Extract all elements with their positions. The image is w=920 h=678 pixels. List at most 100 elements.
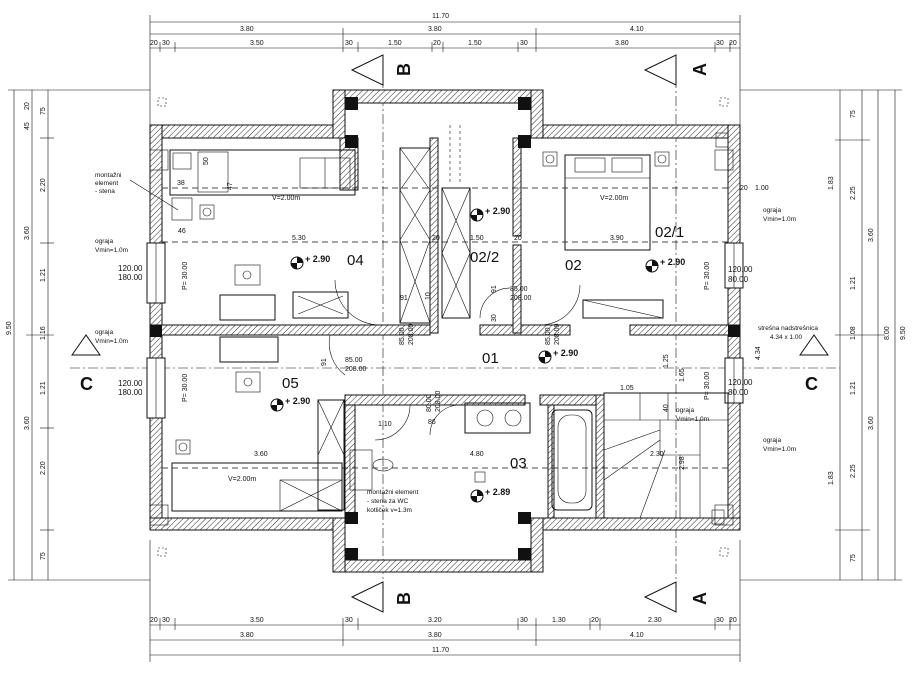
door-1-h: 208.00: [408, 323, 415, 345]
section-marker-a-bottom: A: [643, 581, 710, 613]
dim-right-d6: 1.21: [850, 276, 857, 290]
dim-91a: 91: [400, 295, 408, 302]
dim-top-g: 1.50: [468, 40, 482, 47]
door-swings: [328, 279, 581, 441]
dim-10: 10: [425, 292, 432, 300]
dim-left-total: 9.50: [6, 321, 13, 335]
room-04-label: 04: [347, 252, 364, 269]
dim-bot-e: 3.20: [428, 617, 442, 624]
dim-right-d9: 1.83: [828, 471, 835, 485]
room-labels: 04 02 02/1 02/2 01 05 03: [282, 224, 684, 472]
dim-top-2: 3.80: [428, 26, 442, 33]
dim-bot-h: 20: [591, 617, 599, 624]
dim-left-d1: 20: [24, 102, 31, 110]
note-vmin-right-mid: Vmin=1.0m: [676, 416, 709, 423]
dim-298: 2.98: [679, 456, 686, 470]
dim-right-mid3: 3.60: [868, 416, 875, 430]
dim-right-d8: 1.21: [850, 381, 857, 395]
win-left-bottom-2: 180.00: [118, 388, 143, 397]
furniture: [169, 125, 729, 519]
corner-markers: [157, 97, 729, 557]
win-p30-right-bottom: P= 30.00: [704, 372, 711, 400]
note-v200-05: V=2.00m: [228, 476, 256, 483]
svg-text:+ 2.90: + 2.90: [660, 257, 685, 267]
dim-right-mid2: 8.00: [884, 326, 891, 340]
dim-434: 4.34: [755, 346, 762, 360]
dim-top-d: 30: [345, 40, 353, 47]
dim-125: 1.25: [663, 354, 670, 368]
dim-bot-2c: 4.10: [630, 632, 644, 639]
win-right-bottom-2: 80.00: [728, 388, 749, 397]
dim-right-d4: 2.25: [850, 186, 857, 200]
room-01-label: 01: [482, 350, 499, 367]
note-wc-3: kotliček v=1.3m: [367, 507, 412, 514]
annotations: montažni element - stena ograja Vmin=1.0…: [95, 157, 818, 514]
dim-bot-k: 20: [729, 617, 737, 624]
dim-86: 86: [428, 419, 436, 426]
room-03-label: 03: [510, 455, 527, 472]
note-ograja-right-mid: ograja: [676, 407, 694, 414]
dim-top-h: 30: [520, 40, 528, 47]
svg-text:B: B: [394, 592, 414, 605]
dim-360: 3.60: [254, 451, 268, 458]
win-left-bottom-1: 120.00: [118, 379, 143, 388]
level-marker-03: + 2.89: [470, 487, 510, 503]
svg-text:+ 2.90: + 2.90: [485, 206, 510, 216]
level-marker-02: + 2.90: [645, 257, 685, 273]
dim-bot-f: 30: [520, 617, 528, 624]
note-vmin-right-top: Vmin=1.0m: [763, 216, 796, 223]
note-ograja-right-bottom: ograja: [763, 437, 781, 444]
svg-text:C: C: [805, 374, 818, 394]
columns: [150, 97, 740, 560]
note-ograja-right-top: ograja: [763, 207, 781, 214]
dim-47: 47: [227, 182, 234, 190]
dim-38: 38: [177, 180, 185, 187]
dim-bot-d: 30: [345, 617, 353, 624]
dim-top-e: 1.50: [388, 40, 402, 47]
room-02-1-label: 02/1: [655, 224, 684, 241]
door-3-w: 85.00: [510, 286, 528, 293]
dim-30: 30: [491, 314, 498, 322]
dim-left-d10: 75: [40, 552, 47, 560]
dim-480: 4.80: [470, 451, 484, 458]
dim-top-a: 20: [150, 40, 158, 47]
dim-left-d9: 2.20: [40, 461, 47, 475]
section-marker-c-left: C: [71, 334, 101, 394]
dim-91c: 91: [321, 358, 328, 366]
dim-left-d3: 45: [24, 122, 31, 130]
dim-91b: 91: [491, 285, 498, 293]
door-1-w: 85.00: [399, 327, 406, 345]
dim-530: 5.30: [292, 235, 306, 242]
walls: [149, 89, 741, 573]
svg-text:+ 2.90: + 2.90: [285, 396, 310, 406]
svg-text:A: A: [690, 63, 710, 76]
svg-text:+ 2.89: + 2.89: [485, 487, 510, 497]
svg-text:C: C: [80, 374, 93, 394]
note-wc-2: - stena za WC: [367, 498, 408, 505]
level-markers: + 2.90 + 2.90 + 2.90 + 2.90 + 2.90 + 2.8…: [270, 206, 685, 503]
top-dimension-lines: 11.70 3.80 3.80 4.10 20 30 3.50 30 1.50 …: [149, 13, 741, 130]
left-dimension-lines: 9.50 3.60 3.60 75 2.20 1.21 1.16 1.21 2.…: [6, 89, 150, 581]
dim-105: 1.05: [620, 385, 634, 392]
note-vmin-left-bottom: Vmin=1.0m: [95, 338, 128, 345]
dim-left-d7: 1.16: [40, 326, 47, 340]
note-montazni-3: - stena: [95, 188, 115, 195]
dim-left-mid2: 3.60: [24, 416, 31, 430]
door-4-h: 208.00: [345, 366, 367, 373]
dim-total-bottom: 11.70: [432, 647, 449, 654]
note-v200-04: V=2.00m: [272, 195, 300, 202]
dim-total-top: 11.70: [432, 13, 449, 20]
dim-top-f: 20: [433, 40, 441, 47]
svg-text:+ 2.90: + 2.90: [305, 254, 330, 264]
note-stresna-dim: 4.34 x 1.00: [770, 334, 803, 341]
door-5-h: 208.00: [435, 390, 442, 412]
note-stresna: strešna nadstrešnica: [758, 325, 818, 332]
door-3-h: 208.00: [510, 295, 532, 302]
section-marker-a-top: A: [643, 54, 710, 86]
svg-text:+ 2.90: + 2.90: [553, 348, 578, 358]
dim-left-d0: 75: [40, 107, 47, 115]
dim-230: 2.30: [650, 451, 664, 458]
dim-top-c: 3.50: [250, 40, 264, 47]
win-right-top-2: 80.00: [728, 275, 749, 284]
